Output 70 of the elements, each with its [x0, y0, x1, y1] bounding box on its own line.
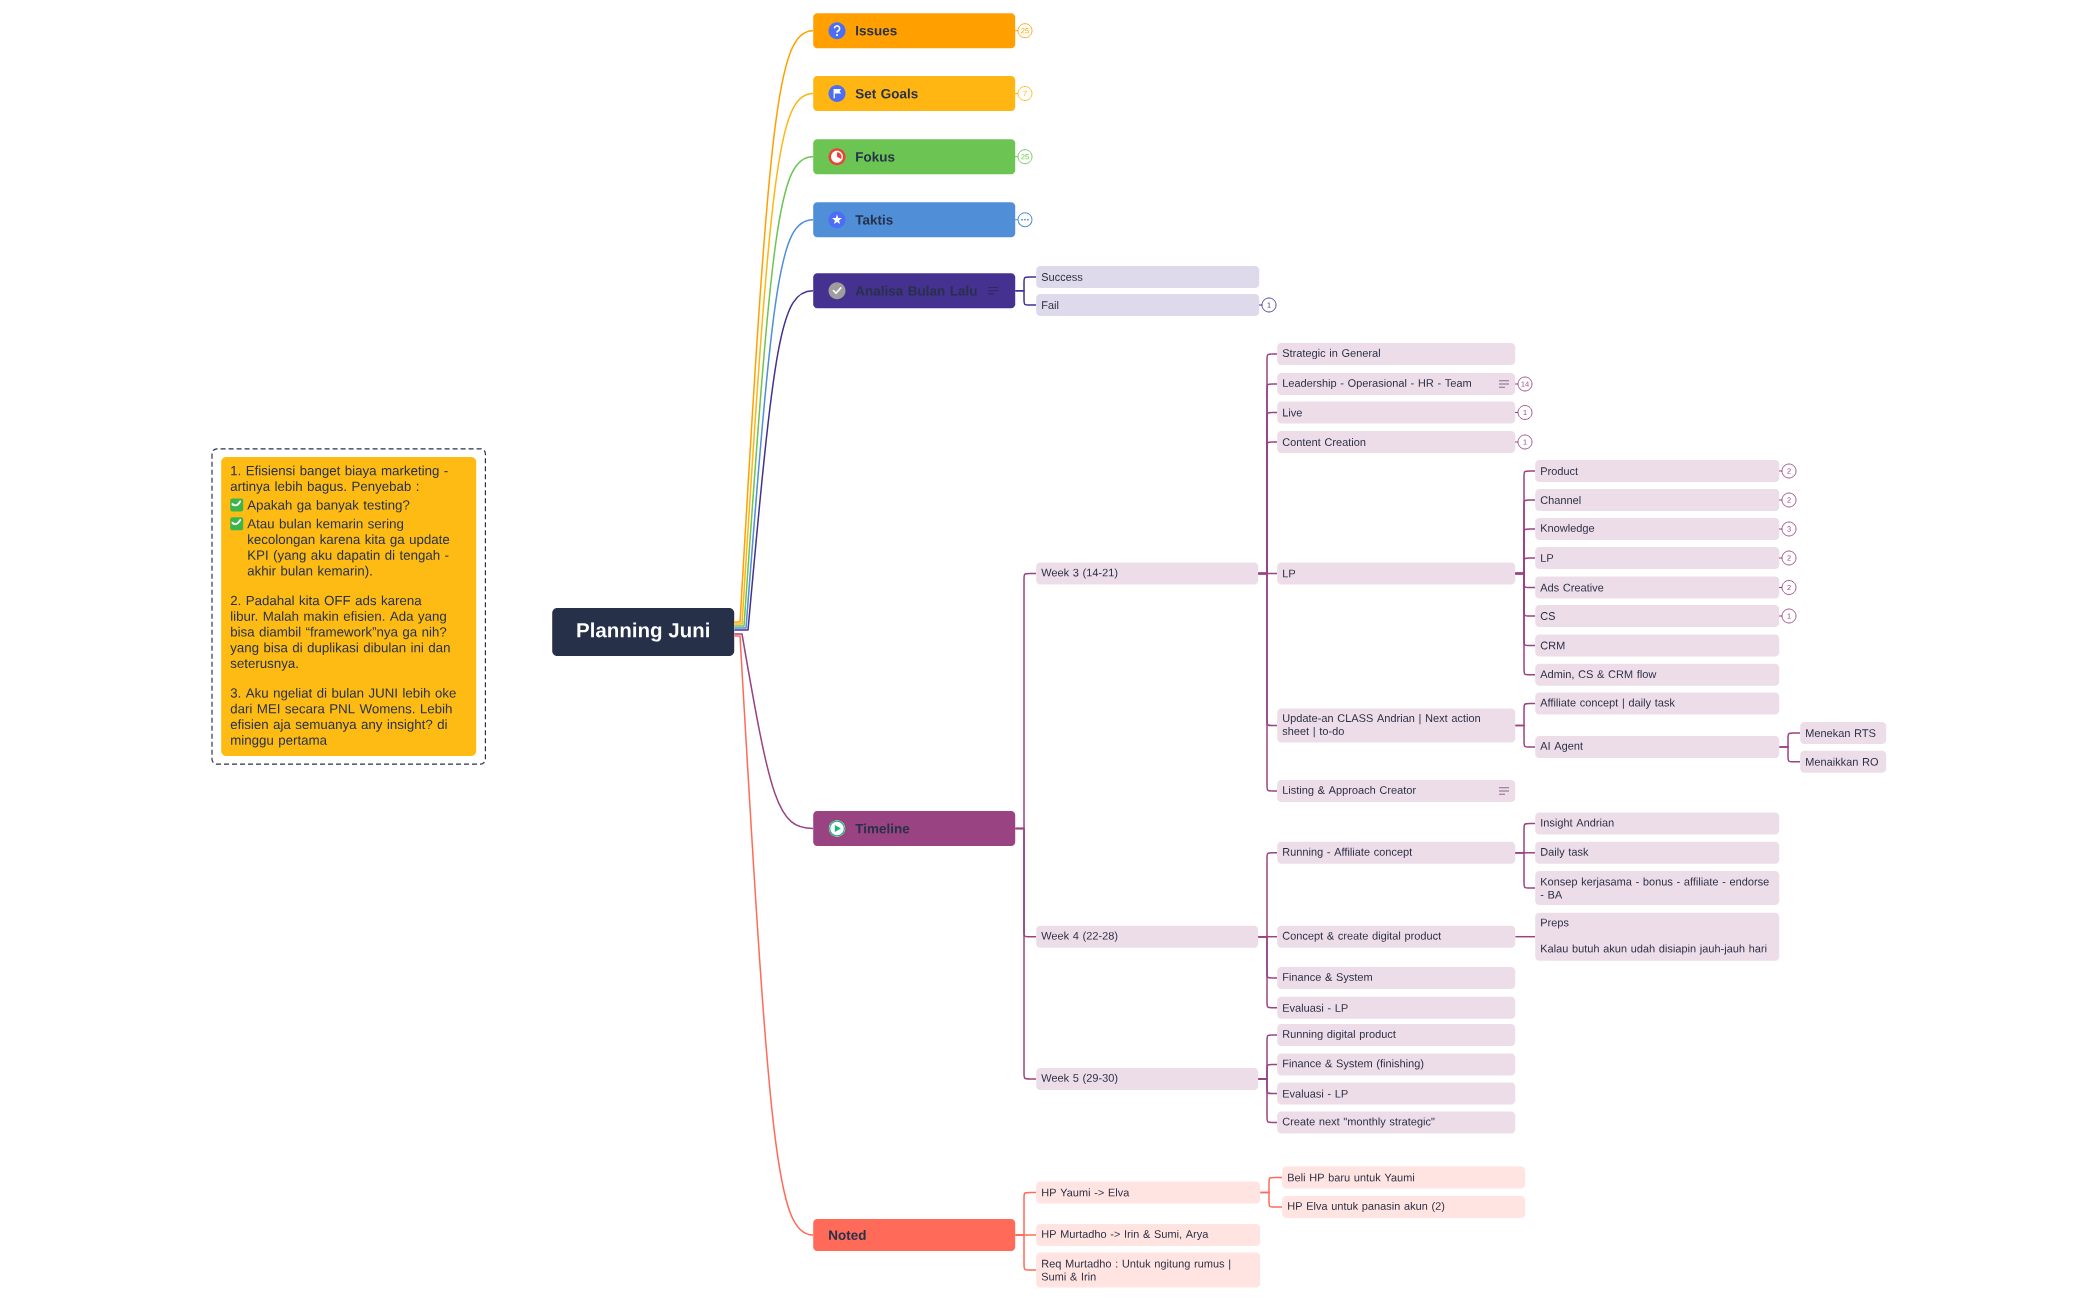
- note-text: 3. Aku ngeliat di bulan JUNI lebih oke dari MEI secara PNL Womens. Lebih efisien aja semuanya any insight? di minggu pertama: [230, 687, 456, 748]
- subtopic-box: Running - Affiliate concept: [1277, 841, 1516, 864]
- subtopic-box: HP Elva untuk panasin akun (2): [1282, 1196, 1526, 1218]
- topic-box: Set Goals: [813, 76, 1016, 111]
- central-topic-box: Planning Juni: [552, 608, 735, 656]
- subtopic-box: Evaluasi - LP: [1277, 1082, 1516, 1105]
- subtopic-box: Product: [1535, 460, 1780, 482]
- branch-line: [1259, 1191, 1283, 1208]
- topic-box: Issues: [813, 13, 1016, 49]
- note-box: [211, 448, 486, 765]
- subtopic-box: Beli HP baru untuk Yaumi: [1282, 1166, 1526, 1189]
- subtopic-box: Content Creation: [1277, 431, 1516, 453]
- subtopic-box: Konsep kerjasama - bonus - affiliate - endorse - BA: [1535, 871, 1780, 905]
- branch-line: [1514, 935, 1536, 938]
- subtopic-box: Ads Creative: [1535, 576, 1780, 599]
- subtopic-box: Fail: [1036, 294, 1260, 316]
- subtopic-box: Affiliate concept | daily task: [1535, 692, 1780, 715]
- subtopic-box: Daily task: [1535, 841, 1780, 864]
- subtopic-box: Running digital product: [1277, 1024, 1516, 1046]
- topic-box: Taktis: [813, 202, 1016, 238]
- subtopic-box: Req Murtadho : Untuk ngitung rumus | Sumi & Irin: [1036, 1252, 1261, 1288]
- subtopic-box: CRM: [1535, 634, 1780, 657]
- note-text: 1. Efisiensi banget biaya marketing - artinya lebih bagus. Penyebab :: [230, 465, 448, 494]
- note-text: Atau bulan kemarin sering kecolongan karena kita ga update KPI (yang aku dapatin di tengah - akhir bulan kemarin).: [247, 518, 450, 579]
- subtopic-box: Week 5 (29-30): [1036, 1067, 1259, 1090]
- topic-box: Analisa Bulan Lalu: [813, 273, 1016, 309]
- branch-line: [1014, 827, 1037, 1080]
- subtopic-box: Week 4 (22-28): [1036, 925, 1259, 948]
- branch-line: [733, 635, 814, 1236]
- branch-line: [1014, 289, 1037, 306]
- subtopic-box: HP Yaumi -> Elva: [1036, 1181, 1261, 1204]
- subtopic-box: Concept & create digital product: [1277, 925, 1516, 948]
- branch-line: [1014, 1234, 1037, 1271]
- subtopic-box: Menekan RTS: [1800, 722, 1887, 744]
- branch-line: [733, 633, 814, 830]
- branch-line: [1778, 746, 1801, 763]
- subtopic-box: HP Murtadho -> Irin & Sumi, Arya: [1036, 1224, 1261, 1246]
- subtopic-box: Update-an CLASS Andrian | Next action sheet | to-do: [1277, 708, 1516, 743]
- branch-line: [1257, 1078, 1278, 1124]
- subtopic-box: Create next "monthly strategic": [1277, 1111, 1516, 1134]
- subtopic-box: LP: [1535, 547, 1780, 569]
- branch-line: [1257, 935, 1278, 1009]
- branch-line: [1514, 852, 1536, 889]
- branch-line: [1514, 724, 1536, 748]
- note-text: 2. Padahal kita OFF ads karena libur. Malah makin efisien. Ada yang bisa diambil “framework”nya ga nih? yang bisa di duplikasi dibulan ini dan seterusnya.: [230, 595, 450, 671]
- subtopic-box: Leadership - Operasional - HR - Team: [1277, 373, 1516, 395]
- subtopic-box: Preps Kalau butuh akun udah disiapin jauh-jauh hari: [1535, 912, 1780, 961]
- subtopic-box: Finance & System: [1277, 967, 1516, 989]
- subtopic-box: Live: [1277, 401, 1516, 424]
- subtopic-box: Strategic in General: [1277, 343, 1516, 365]
- subtopic-box: Finance & System (finishing): [1277, 1053, 1516, 1076]
- subtopic-box: Listing & Approach Creator: [1277, 780, 1516, 802]
- branch-line: [733, 289, 814, 631]
- subtopic-box: Insight Andrian: [1535, 812, 1780, 835]
- subtopic-box: Knowledge: [1535, 518, 1780, 540]
- subtopic-box: Admin, CS & CRM flow: [1535, 663, 1780, 686]
- note-text: Apakah ga banyak testing?: [247, 499, 410, 513]
- subtopic-box: Week 3 (14-21): [1036, 562, 1259, 585]
- subtopic-box: Menaikkan RO: [1800, 750, 1887, 773]
- subtopic-box: Evaluasi - LP: [1277, 996, 1516, 1019]
- topic-box: Fokus: [813, 139, 1016, 175]
- branch-line: [1514, 572, 1536, 676]
- branch-line: [1257, 572, 1278, 792]
- subtopic-box: CS: [1535, 605, 1780, 627]
- topic-box: Noted: [813, 1219, 1016, 1251]
- subtopic-box: Channel: [1535, 489, 1780, 511]
- subtopic-box: AI Agent: [1535, 736, 1780, 758]
- topic-box: Timeline: [813, 811, 1016, 846]
- subtopic-box: LP: [1277, 562, 1516, 585]
- subtopic-box: Success: [1036, 266, 1260, 288]
